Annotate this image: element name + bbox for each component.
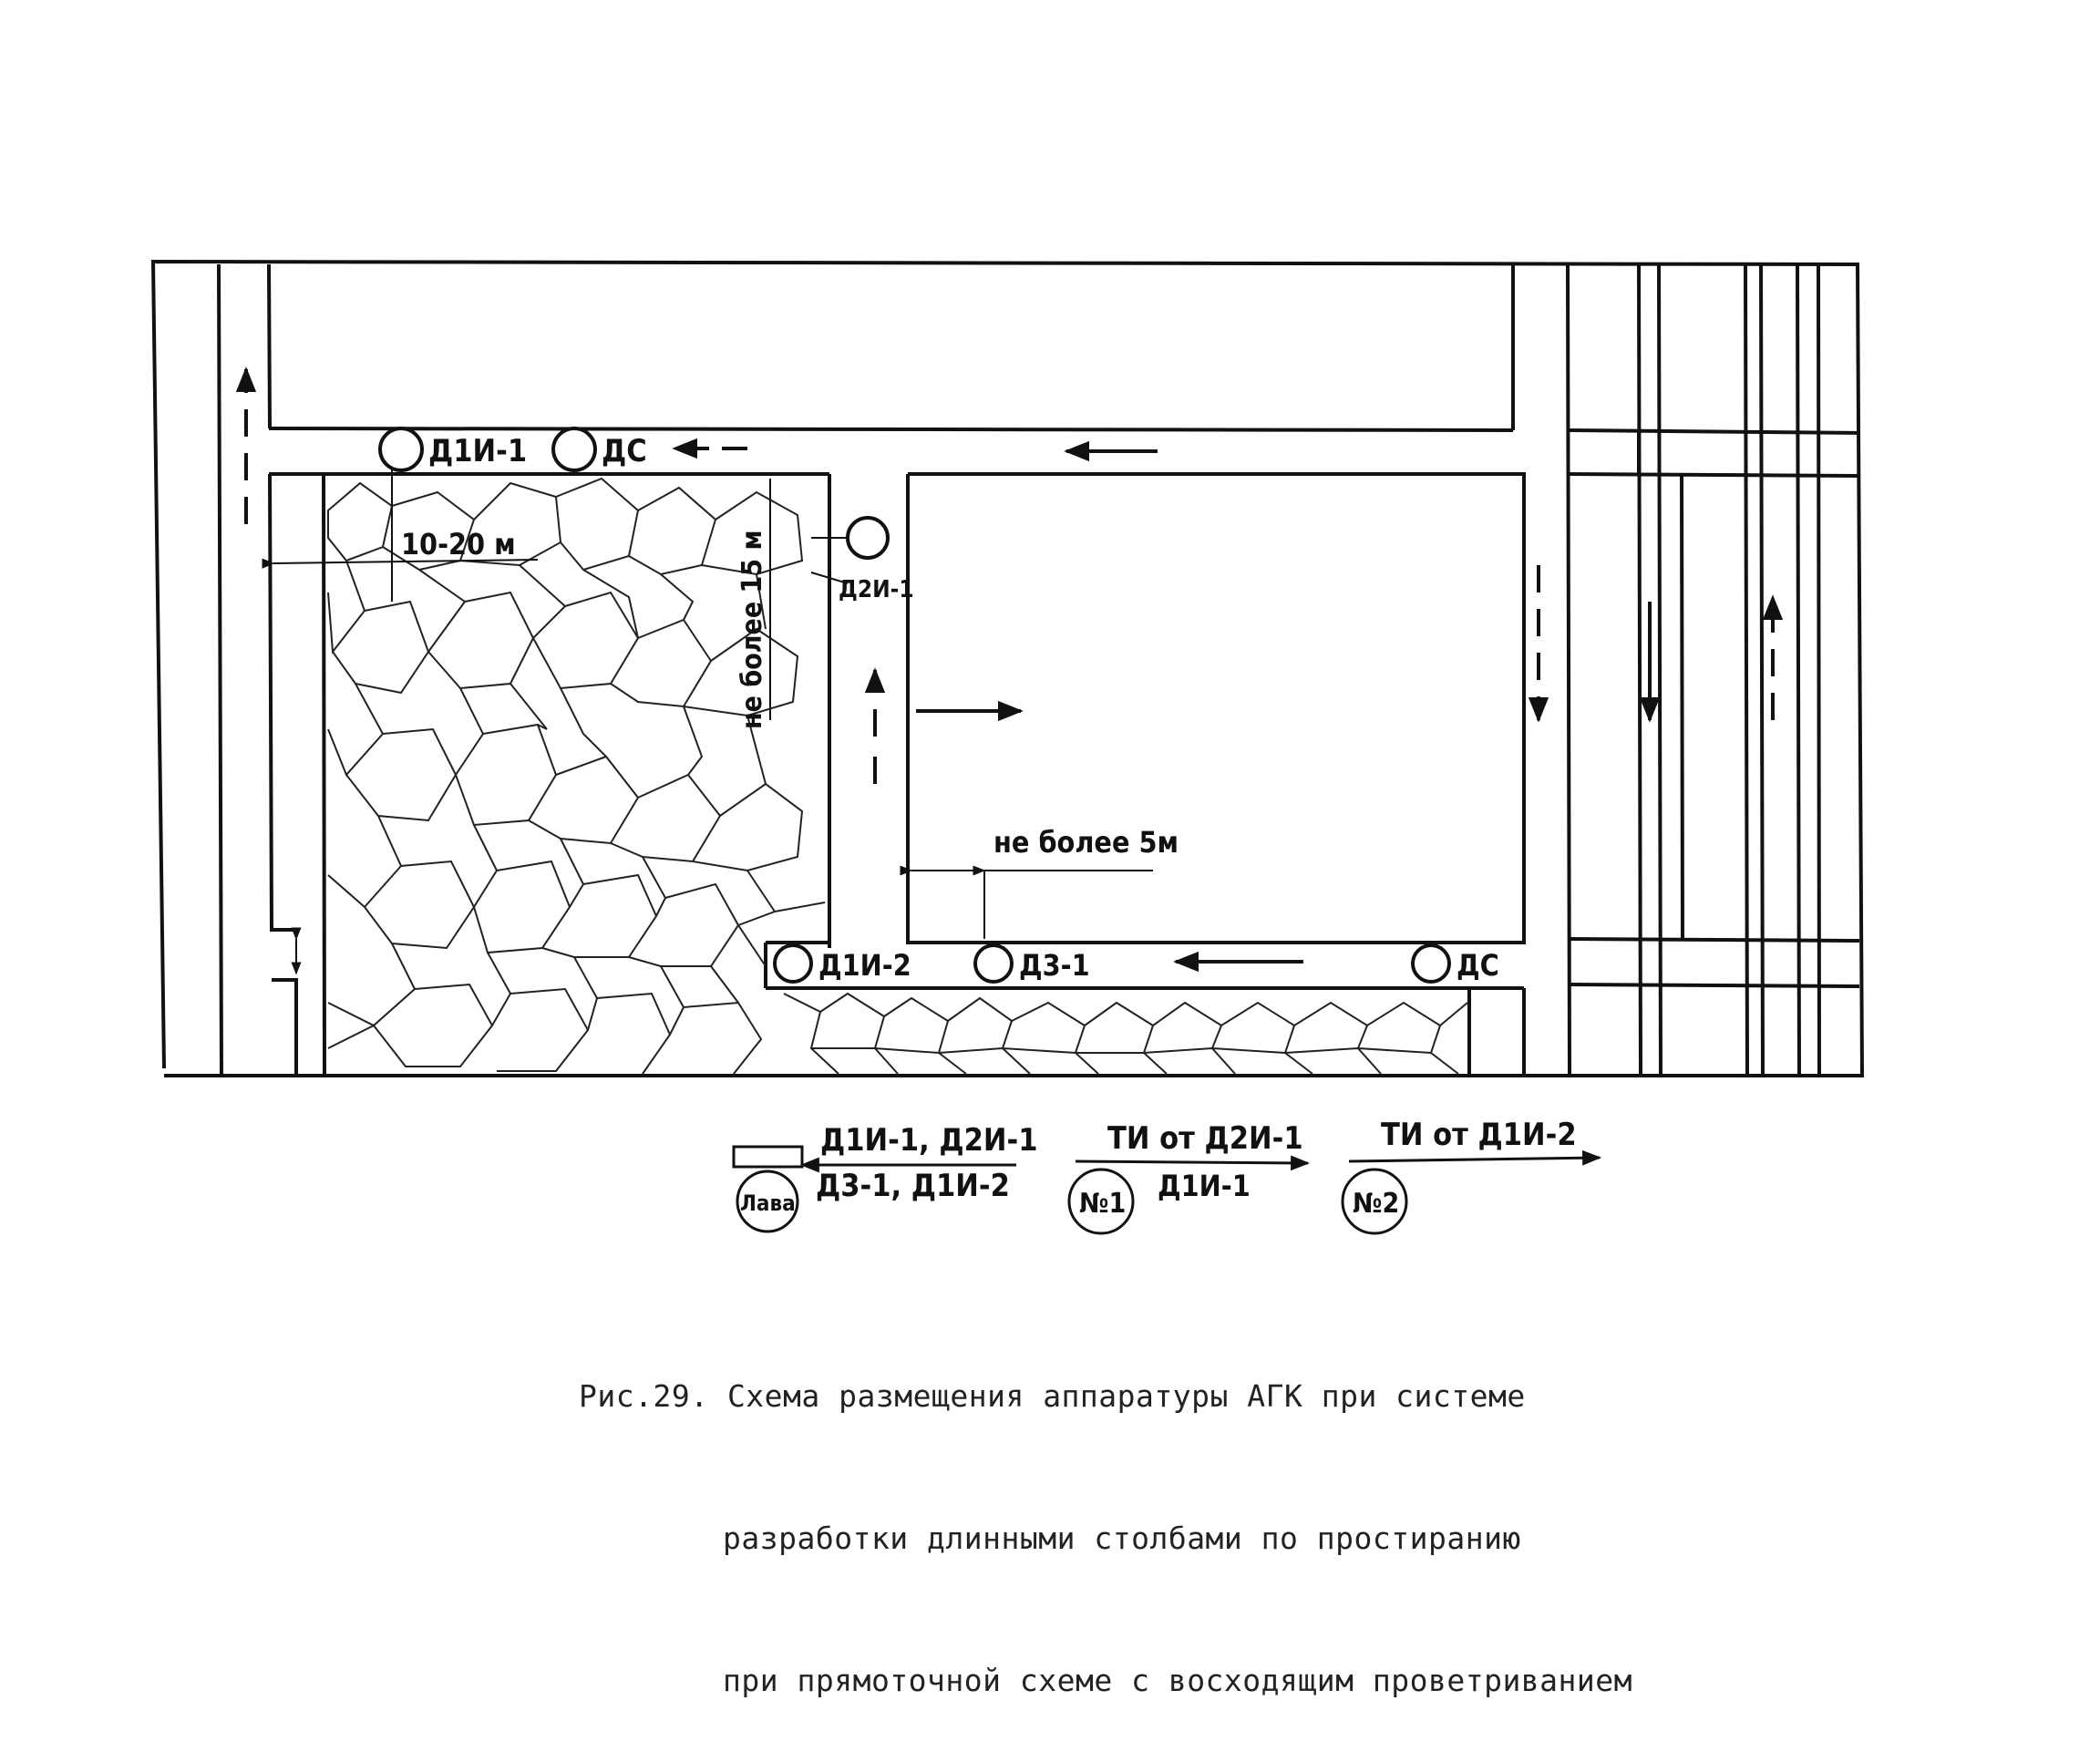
label-d1i2: Д1И-2 xyxy=(818,948,911,983)
legend-lava-circle-label: Лава xyxy=(740,1190,796,1216)
goaf-rock-texture xyxy=(327,477,1468,1075)
legend-n1-arrow xyxy=(1075,1155,1311,1171)
caption-line-3: при прямоточной схеме с восходящим прове… xyxy=(723,1663,1633,1698)
legend-lava-device-rect xyxy=(732,1145,804,1169)
legend-n1-bottom: Д1И-1 xyxy=(1158,1169,1251,1203)
legend-n2-circle xyxy=(1341,1168,1408,1235)
airflow-arrows xyxy=(235,366,1784,973)
label-ds-bottom: ДС xyxy=(1457,948,1499,983)
legend-n2-circle-label: №2 xyxy=(1353,1188,1399,1220)
sensor-ds-top-circle xyxy=(551,427,597,472)
caption-line-1: Рис.29. Схема размещения аппаратуры АГК … xyxy=(579,1378,1526,1414)
legend-n2-top: ТИ от Д1И-2 xyxy=(1381,1117,1577,1153)
legend-n1-circle-label: №1 xyxy=(1079,1188,1126,1220)
sensor-d1i1-circle xyxy=(378,427,424,472)
legend-lava-top: Д1И-1, Д2И-1 xyxy=(820,1122,1037,1159)
sensor-ds-bottom-circle xyxy=(1411,943,1451,984)
figure-caption: Рис.29. Схема размещения аппаратуры АГК … xyxy=(579,1278,1632,1752)
mine-workings xyxy=(150,259,1865,1077)
legend-lava-circle xyxy=(736,1170,799,1233)
sensor-d2i1-circle xyxy=(846,516,890,560)
legend xyxy=(732,1145,1602,1235)
label-dist-10-20: 10-20 м xyxy=(401,527,516,562)
label-d1i1-top: Д1И-1 xyxy=(428,433,527,469)
legend-n1-circle xyxy=(1067,1168,1135,1235)
legend-n2-arrow xyxy=(1348,1149,1602,1166)
mine-ventilation-scheme: Д1И-1 ДС 10-20 м не более 15 м Д2И-1 не … xyxy=(150,259,1865,1235)
caption-line-2: разработки длинными столбами по простира… xyxy=(723,1520,1521,1556)
dimension-lines xyxy=(262,451,1153,975)
label-d2i1: Д2И-1 xyxy=(839,576,914,603)
sensor-d3-1-circle xyxy=(973,943,1014,984)
legend-n1-top: ТИ от Д2И-1 xyxy=(1107,1120,1303,1157)
legend-lava-bottom: Д3-1, Д1И-2 xyxy=(816,1168,1010,1204)
label-d3-1: Д3-1 xyxy=(1019,948,1090,983)
label-ds-top: ДС xyxy=(602,433,647,469)
label-not-more-15: не более 15 м xyxy=(736,530,768,729)
sensors xyxy=(378,427,1451,984)
label-not-more-5: не более 5м xyxy=(993,825,1179,860)
sensor-d1i2-circle xyxy=(773,943,813,984)
